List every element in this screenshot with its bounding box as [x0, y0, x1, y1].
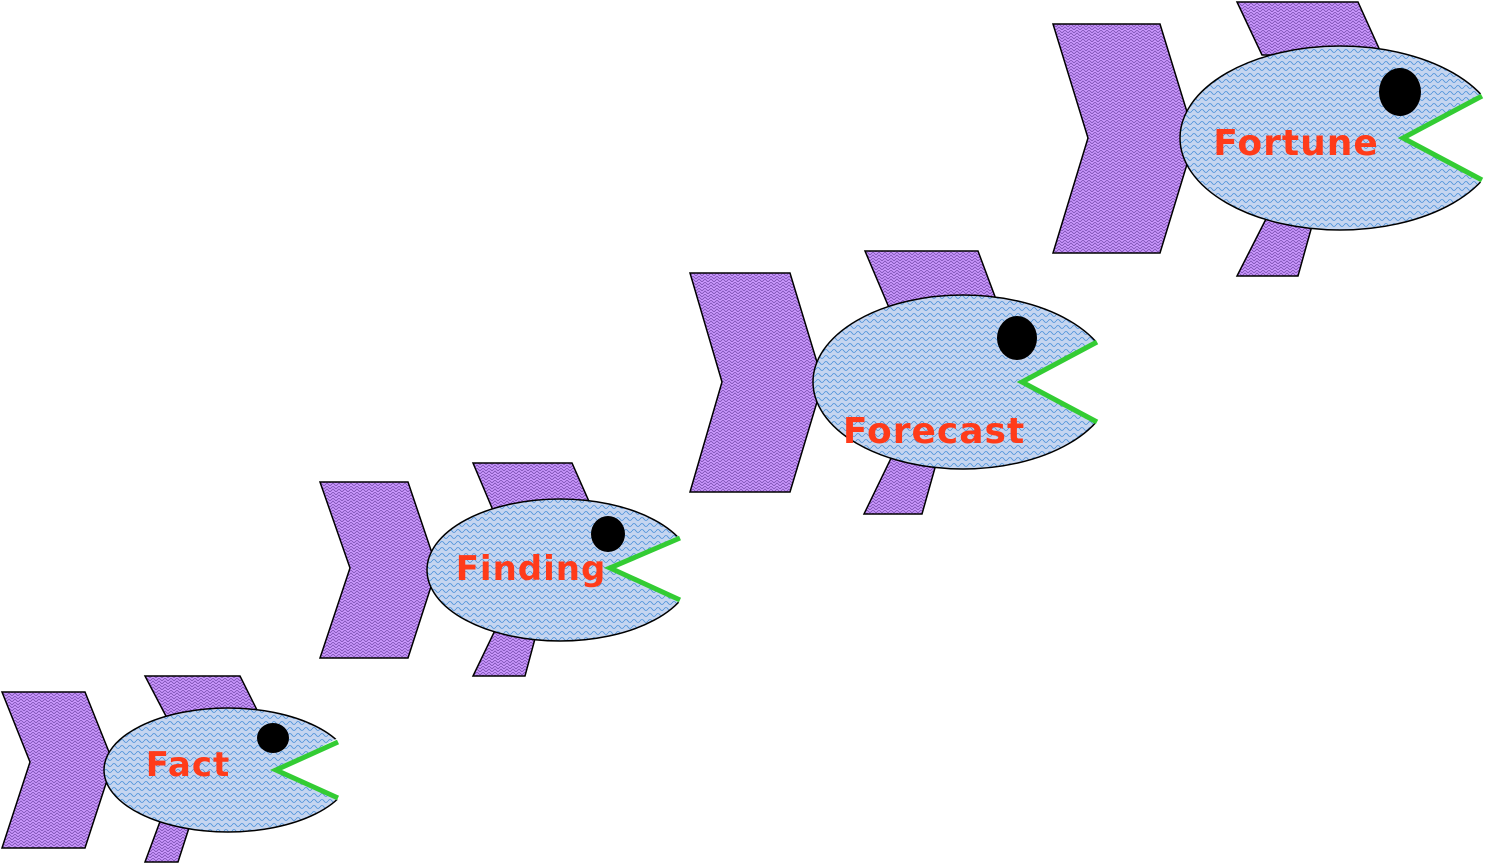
fish-fortune-eye [1379, 68, 1421, 116]
fish-finding: Finding [318, 462, 700, 677]
fish-finding-label: Finding [456, 549, 607, 589]
fish-fortune-label: Fortune [1213, 123, 1379, 164]
fish-fortune: Fortune [1051, 1, 1503, 277]
fish-fact-mouth-gap [276, 738, 360, 800]
fish-finding-eye [591, 516, 625, 552]
fish-fortune-mouth [1397, 93, 1484, 183]
fish-finding-mouth [603, 535, 682, 603]
fish-forecast: Forecast [688, 250, 1120, 515]
fish-finding-mouth-gap [610, 535, 700, 603]
fish-forecast-tail [688, 272, 824, 493]
fish-fact-eye [257, 723, 289, 753]
fish-finding-tail [318, 481, 438, 659]
fish-forecast-eye [997, 316, 1037, 360]
fish-fact-label: Fact [146, 745, 231, 785]
fish-forecast-mouth [1016, 339, 1099, 425]
fish-fact-mouth [269, 739, 340, 801]
fish-forecast-label: Forecast [843, 411, 1025, 452]
fish-fortune-tail [1051, 23, 1196, 254]
fish-fortune-mouth-gap [1403, 93, 1503, 183]
fish-fact-tail [0, 691, 114, 849]
fish-fact: Fact [0, 675, 360, 863]
fish-forecast-mouth-gap [1022, 340, 1120, 424]
